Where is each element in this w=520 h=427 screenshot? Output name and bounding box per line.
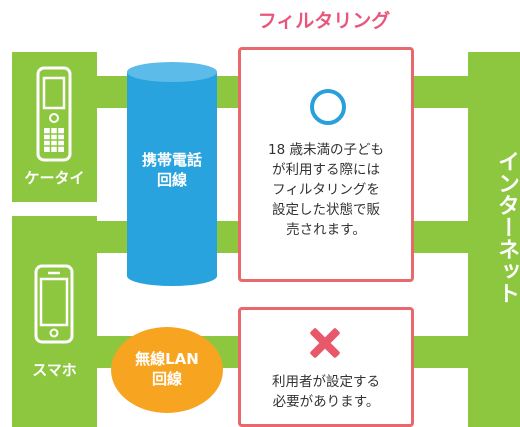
box-top-line-3: フィルタリングを: [272, 182, 380, 198]
box-top-line-5: 売されます。: [286, 222, 366, 238]
smartphone-label: スマホ: [32, 361, 77, 379]
internet-label: インターネット: [494, 150, 519, 304]
smartphone-icon: [34, 264, 74, 344]
internet-panel: [468, 52, 520, 427]
smartphone-panel: [12, 216, 97, 427]
box-bottom-line-1: 利用者が設定する: [272, 374, 380, 390]
cross-mark-icon: [310, 328, 340, 358]
box-top-line-4: 設定した状態で販: [272, 202, 380, 218]
box-top-line-2: が利用する際には: [272, 162, 380, 178]
filtering-title: フィルタリング: [257, 10, 391, 32]
mobile-network-label: 携帯電話 回線: [127, 150, 217, 190]
filtering-required-text: 利用者が設定する 必要があります。: [244, 372, 408, 412]
mobile-network-line2: 回線: [156, 171, 187, 189]
mobile-network-line1: 携帯電話: [141, 151, 202, 169]
mobile-network-cylinder: [127, 62, 217, 286]
filtering-enabled-text: 18 歳未満の子ども が利用する際には フィルタリングを 設定した状態で販 売さ…: [244, 140, 408, 240]
filtering-enabled-box: [238, 47, 414, 282]
box-bottom-line-2: 必要があります。: [272, 394, 380, 410]
wireless-lan-line1: 無線LAN: [135, 350, 199, 368]
circle-mark-icon: [310, 89, 346, 125]
wireless-lan-ellipse: [111, 327, 223, 413]
feature-phone-icon: [36, 66, 72, 162]
feature-phone-label: ケータイ: [24, 169, 85, 187]
wireless-lan-label: 無線LAN 回線: [111, 349, 223, 389]
box-top-line-1: 18 歳未満の子ども: [268, 142, 384, 158]
filtering-required-box: [238, 307, 414, 427]
wireless-lan-line2: 回線: [151, 370, 182, 388]
